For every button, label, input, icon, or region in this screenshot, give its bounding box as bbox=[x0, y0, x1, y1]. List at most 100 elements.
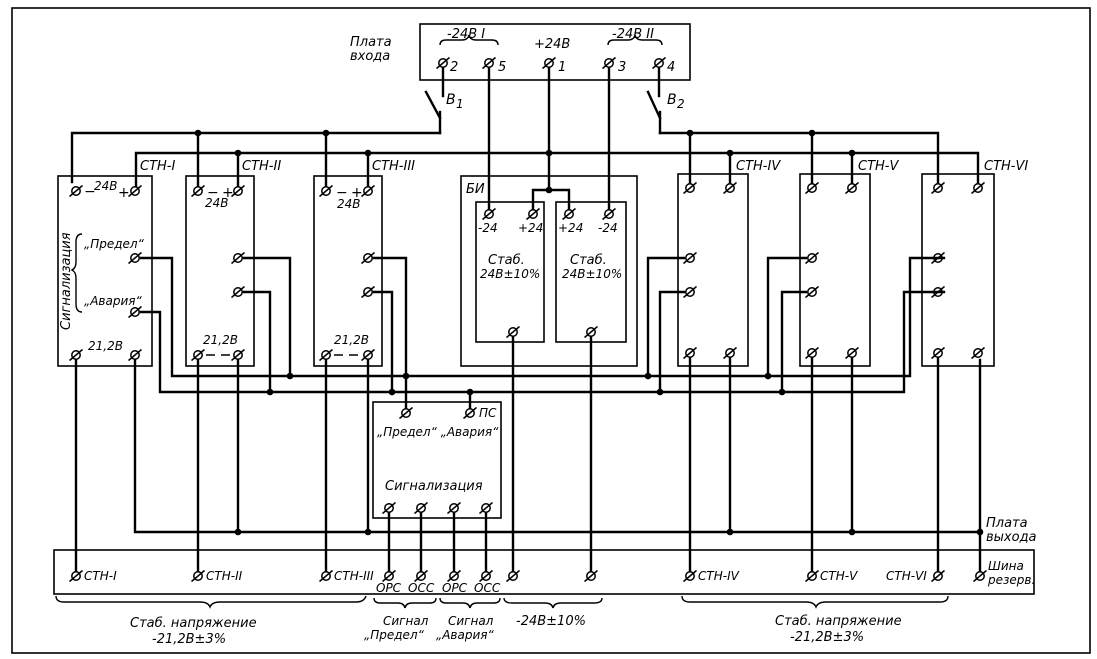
output-terminal-stn2[interactable] bbox=[190, 569, 206, 583]
stn2-minus-terminal[interactable] bbox=[190, 184, 206, 198]
output-terminal-occ1[interactable] bbox=[413, 569, 429, 583]
output-label-stn3: СТН-III bbox=[334, 569, 374, 583]
stn3-minus-terminal[interactable] bbox=[318, 184, 334, 198]
stab1-line1: Стаб. bbox=[488, 253, 525, 268]
stn4-minus-terminal[interactable] bbox=[682, 181, 698, 195]
stn2-block: − + 24В 21,2В bbox=[185, 175, 255, 367]
output-label-occ1: ОСС bbox=[408, 581, 435, 595]
input-group2-brace bbox=[607, 34, 663, 46]
stn5-plus-terminal[interactable] bbox=[844, 181, 860, 195]
brace-left bbox=[55, 595, 367, 609]
signal-ps-terminal[interactable] bbox=[462, 406, 478, 420]
stab1-plus-terminal[interactable] bbox=[525, 207, 541, 221]
signal-alarm-line2: „Авария“ bbox=[436, 628, 494, 642]
signal-limit-line2: „Предел“ bbox=[364, 628, 425, 642]
stn6-common-terminal[interactable] bbox=[970, 346, 986, 360]
power-buses bbox=[70, 66, 980, 214]
stn1-alarm-terminal[interactable] bbox=[127, 305, 143, 319]
bi-stab1-box bbox=[475, 201, 545, 343]
output-label-stn5: СТН-V bbox=[820, 569, 858, 583]
output-terminal-stn5[interactable] bbox=[804, 569, 820, 583]
output-terminal-stab1[interactable] bbox=[505, 569, 521, 583]
stn1-signal1: „Предел“ bbox=[84, 237, 145, 251]
output-terminal-stn6[interactable] bbox=[930, 569, 946, 583]
stn2-box bbox=[185, 175, 255, 367]
signal-limit-terminal[interactable] bbox=[398, 406, 414, 420]
stn2-bottom-label: 21,2В bbox=[203, 333, 238, 347]
signal-block-label: Сигнализация bbox=[385, 479, 483, 494]
stn3-label: СТН-III bbox=[372, 159, 415, 174]
stab2-minus-terminal[interactable] bbox=[601, 207, 617, 221]
limit-stn2 bbox=[242, 256, 292, 378]
input-board-title-2: входа bbox=[350, 49, 390, 64]
left-voltage-line2: -21,2В±3% bbox=[152, 632, 226, 647]
stab1-minus-label: -24 bbox=[478, 221, 498, 235]
stn4-limit-terminal[interactable] bbox=[682, 251, 698, 265]
stn6-minus-terminal[interactable] bbox=[930, 181, 946, 195]
signal-block: ПС „Предел“ „Авария“ Сигнализация bbox=[372, 401, 502, 519]
output-label-stn4: СТН-IV bbox=[698, 569, 740, 583]
svg-text:+: + bbox=[222, 185, 234, 201]
svg-text:−: − bbox=[336, 185, 348, 201]
signal-orc2-terminal[interactable] bbox=[446, 501, 462, 515]
alarm-stn4 bbox=[658, 290, 686, 394]
stn5-minus-terminal[interactable] bbox=[804, 181, 820, 195]
stn1-plus-terminal[interactable] bbox=[127, 184, 143, 198]
output-label-occ2: ОСС bbox=[474, 581, 501, 595]
stn2-limit-terminal[interactable] bbox=[230, 251, 246, 265]
stn6-plus-terminal[interactable] bbox=[970, 181, 986, 195]
bottom-labels: Стаб. напряжение -21,2В±3% Сигнал „Преде… bbox=[55, 595, 949, 647]
stn5-block bbox=[799, 173, 871, 367]
alarm-stn2 bbox=[242, 290, 272, 394]
stn1-minus-terminal[interactable] bbox=[68, 184, 84, 198]
stn3-plus-terminal[interactable] bbox=[360, 184, 376, 198]
stn3-alarm-terminal[interactable] bbox=[360, 285, 376, 299]
switch1-blade[interactable] bbox=[424, 90, 442, 120]
output-reserve-line2: резерв. bbox=[987, 573, 1035, 587]
stn5-alarm-terminal[interactable] bbox=[804, 285, 820, 299]
stn1-limit-terminal[interactable] bbox=[127, 251, 143, 265]
switch2-sub: 2 bbox=[677, 97, 685, 111]
switch2-blade[interactable] bbox=[646, 90, 662, 120]
output-board-title-1: Плата bbox=[986, 516, 1028, 531]
signal-orc1-terminal[interactable] bbox=[381, 501, 397, 515]
stn3-limit-terminal[interactable] bbox=[360, 251, 376, 265]
stn4-alarm-terminal[interactable] bbox=[682, 285, 698, 299]
stab2-line1: Стаб. bbox=[570, 253, 607, 268]
brace-24v bbox=[503, 597, 603, 609]
input-board-title-1: Плата bbox=[350, 35, 392, 50]
input-board-box bbox=[419, 23, 691, 81]
bus-24v-1 bbox=[70, 131, 442, 184]
input-terminal-3-label: 3 bbox=[618, 60, 626, 75]
svg-text:−: − bbox=[207, 185, 219, 201]
switch1-sub: 1 bbox=[456, 97, 464, 111]
output-terminal-orc2[interactable] bbox=[446, 569, 462, 583]
output-terminal-reserve[interactable] bbox=[972, 569, 988, 583]
stn6-block bbox=[921, 173, 995, 367]
stab1-minus-terminal[interactable] bbox=[481, 207, 497, 221]
output-terminal-stn3[interactable] bbox=[318, 569, 334, 583]
stn1-label: СТН-I bbox=[140, 159, 175, 174]
stn5-box bbox=[799, 173, 871, 367]
stab1-line2: 24В±10% bbox=[480, 267, 540, 281]
output-terminal-occ2[interactable] bbox=[478, 569, 494, 583]
stn5-limit-terminal[interactable] bbox=[804, 251, 820, 265]
signal-occ1-terminal[interactable] bbox=[413, 501, 429, 515]
output-terminal-orc1[interactable] bbox=[381, 569, 397, 583]
input-board: Плата входа -24В I +24В -24В II 2 5 1 3 … bbox=[350, 23, 691, 135]
svg-text:+: + bbox=[118, 185, 130, 201]
input-group2-label: -24В II bbox=[612, 27, 654, 42]
voltage-24-label: -24В±10% bbox=[516, 614, 586, 629]
svg-text:+: + bbox=[351, 185, 363, 201]
output-terminal-stn1[interactable] bbox=[68, 569, 84, 583]
output-terminal-stab2[interactable] bbox=[583, 569, 599, 583]
stn4-plus-terminal[interactable] bbox=[722, 181, 738, 195]
signal-occ2-terminal[interactable] bbox=[478, 501, 494, 515]
stn2-alarm-terminal[interactable] bbox=[230, 285, 246, 299]
stab2-plus-terminal[interactable] bbox=[561, 207, 577, 221]
limit-stn4 bbox=[646, 256, 686, 378]
output-label-stn2: СТН-II bbox=[206, 569, 243, 583]
output-terminal-stn4[interactable] bbox=[682, 569, 698, 583]
output-label-orc1: ОРС bbox=[376, 581, 402, 595]
